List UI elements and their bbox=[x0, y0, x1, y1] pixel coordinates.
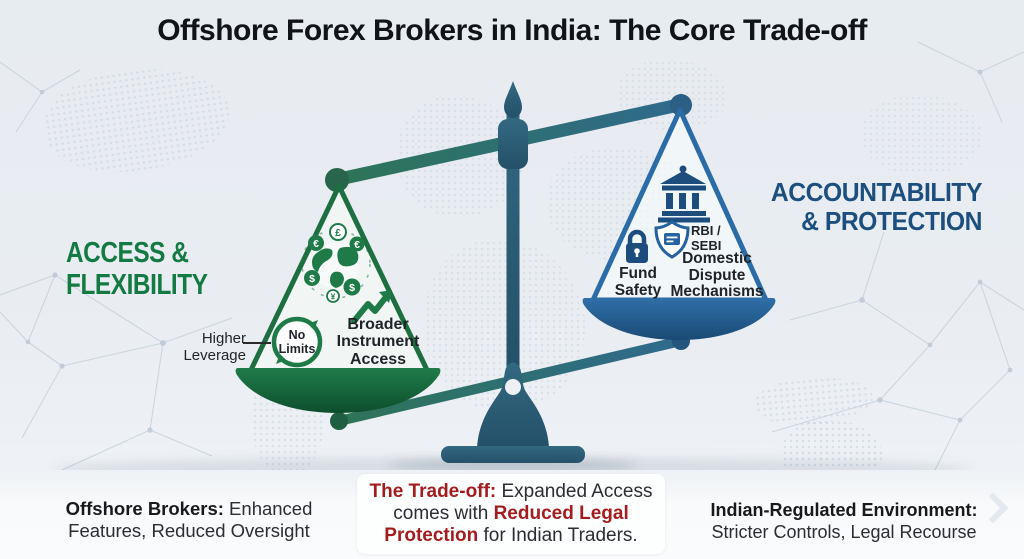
higher-leverage-callout: Higher Leverage bbox=[183, 330, 246, 364]
caption-indian-lead: Indian-Regulated Environment: bbox=[710, 500, 978, 520]
padlock-icon bbox=[626, 229, 648, 263]
caption-indian-rest: Stricter Controls, Legal Recourse bbox=[711, 521, 977, 542]
caption-offshore-lead: Offshore Brokers: bbox=[65, 498, 224, 519]
tradeoff-text-2: for Indian Traders. bbox=[478, 525, 638, 547]
coin-dollar: $ bbox=[309, 273, 315, 285]
pedestal-bell bbox=[477, 362, 549, 447]
caption-indian-regulated: Indian-Regulated Environment: Stricter C… bbox=[694, 500, 994, 543]
finial bbox=[504, 81, 522, 118]
shield-icon bbox=[654, 220, 690, 259]
rbi-sebi-label: RBI / SEBI bbox=[691, 223, 722, 253]
pedestal-hole bbox=[505, 379, 521, 395]
caption-offshore-rest: Enhanced Features, Reduced Oversight bbox=[68, 498, 313, 542]
no-limits-gauge-icon bbox=[271, 316, 323, 368]
coin-euro: € bbox=[313, 238, 319, 250]
coin-yen: ¥ bbox=[331, 292, 336, 302]
coin-euro: € bbox=[354, 239, 360, 251]
tradeoff-text-1: Expanded Access comes with bbox=[393, 481, 653, 525]
globe-currency-icon: £ € € $ $ ¥ bbox=[301, 223, 371, 303]
tradeoff-highlight: Reduced Legal Protection bbox=[384, 503, 629, 547]
left-hanger-knob bbox=[325, 168, 349, 192]
dispute-mechanisms-label: Domestic Dispute Mechanisms bbox=[670, 250, 764, 301]
trend-up-arrow-icon bbox=[351, 290, 392, 324]
world-map-dots bbox=[862, 95, 982, 175]
caption-tradeoff: The Trade-off: Expanded Access comes wit… bbox=[363, 481, 659, 547]
no-limits-label: No Limits bbox=[278, 328, 316, 356]
lower-left-knob bbox=[330, 412, 348, 430]
left-bowl bbox=[235, 368, 441, 413]
tradeoff-lead: The Trade-off: bbox=[369, 481, 497, 502]
beam-hub bbox=[498, 119, 528, 169]
right-bowl bbox=[582, 298, 776, 340]
coin-dollar: $ bbox=[349, 282, 355, 294]
tradeoff-box bbox=[357, 474, 665, 554]
page-title: Offshore Forex Brokers in India: The Cor… bbox=[157, 14, 867, 47]
broader-access-label: Broader Instrument Access bbox=[336, 316, 420, 368]
right-side-label: ACCOUNTABILITY & PROTECTION bbox=[770, 177, 983, 236]
right-hanger-knob bbox=[670, 94, 692, 116]
left-side-label: ACCESS & FLEXIBILITY bbox=[66, 237, 208, 301]
fund-safety-label: Fund Safety bbox=[614, 265, 662, 300]
bank-icon bbox=[658, 165, 710, 223]
pedestal-plinth bbox=[441, 446, 585, 463]
coin-pound: £ bbox=[335, 227, 341, 239]
caption-offshore-brokers: Offshore Brokers: Enhanced Features, Red… bbox=[59, 498, 319, 542]
center-pole bbox=[506, 106, 520, 368]
